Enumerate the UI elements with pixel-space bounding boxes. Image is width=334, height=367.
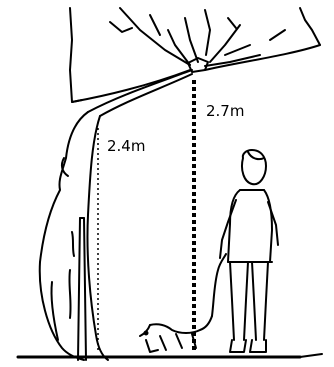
left-height-label: 2.4m [107, 137, 145, 155]
tree-trunk-and-branch [40, 70, 192, 360]
ground-line [18, 354, 322, 357]
person-figure [220, 150, 278, 352]
right-height-label: 2.7m [206, 102, 244, 120]
dog-figure [140, 254, 226, 352]
